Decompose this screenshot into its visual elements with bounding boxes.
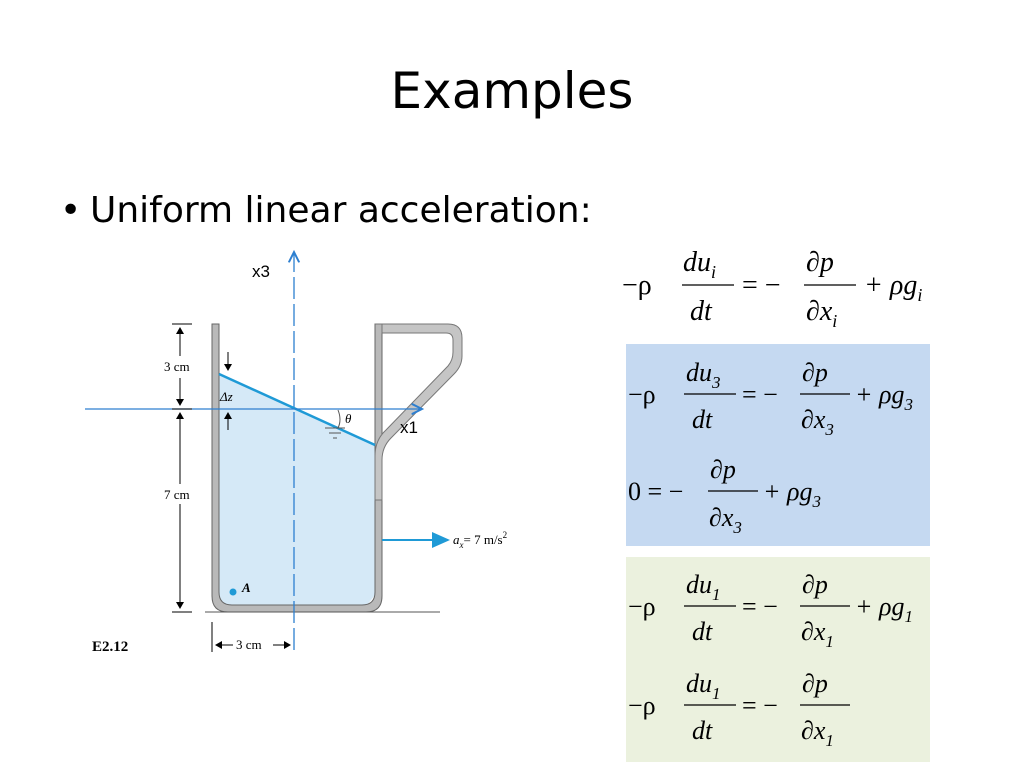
x3-label: x3 [252, 262, 270, 281]
eq2-den: dt [692, 405, 713, 434]
eq1-eq: = − [742, 270, 781, 301]
point-a-label: A [241, 580, 251, 595]
eq4-pnum: ∂p [802, 570, 828, 599]
eq3-pnum: ∂p [710, 455, 736, 484]
eq4-eq: = − [742, 592, 778, 621]
dz-label: Δz [219, 389, 233, 404]
eq2-eq: = − [742, 380, 778, 409]
eq2-lhs: −ρ [628, 380, 656, 409]
eq3-lhs: 0 = − [628, 477, 683, 506]
dim-label-3cm-bottom: 3 cm [236, 637, 262, 652]
eq5-den: dt [692, 716, 713, 745]
water-region [219, 374, 375, 605]
figure-id: E2.12 [92, 639, 128, 655]
eq1-pden: ∂xi [806, 296, 837, 331]
eq5-pnum: ∂p [802, 669, 828, 698]
eq2-pnum: ∂p [802, 358, 828, 387]
equation-x3-hydrostatic: 0 = − ∂p ∂x3 + ρg3 [628, 455, 821, 537]
eq1-pnum: ∂p [806, 247, 834, 278]
theta-label: θ [345, 411, 352, 426]
eq4-pden: ∂x1 [801, 617, 834, 651]
eq4-tail: + ρg1 [855, 592, 913, 626]
x3-equation-panel [626, 344, 930, 546]
eq4-lhs: −ρ [628, 592, 656, 621]
equation-momentum-general: −ρ dui dt = − ∂p ∂xi + ρgi [622, 247, 922, 331]
eq5-pden: ∂x1 [801, 716, 834, 750]
equation-x1-momentum: −ρ du1 dt = − ∂p ∂x1 + ρg1 [628, 570, 913, 651]
point-a-marker [229, 588, 237, 596]
equation-x1-result: −ρ du1 dt = − ∂p ∂x1 [628, 669, 850, 750]
eq1-den: dt [690, 296, 713, 327]
bullet-dot: • [60, 190, 82, 231]
x1-label: x1 [400, 418, 418, 437]
dim-label-3cm-top: 3 cm [164, 359, 190, 374]
eq4-den: dt [692, 617, 713, 646]
eq3-pden: ∂x3 [709, 503, 742, 537]
eq3-tail: + ρg3 [763, 477, 821, 511]
eq5-lhs: −ρ [628, 691, 656, 720]
eq2-pden: ∂x3 [801, 405, 834, 439]
eq4-num: du1 [686, 570, 721, 604]
eq5-eq: = − [742, 691, 778, 720]
eq2-num: du3 [686, 358, 721, 392]
eq2-tail: + ρg3 [855, 380, 913, 414]
bullet-item: •Uniform linear acceleration: [60, 190, 592, 231]
x1-equation-panel [626, 557, 930, 762]
acceleration-label: ax= 7 m/s2 [453, 530, 507, 550]
bullet-text: Uniform linear acceleration: [90, 190, 592, 231]
eq1-lhs: −ρ [622, 270, 652, 301]
eq5-num: du1 [686, 669, 721, 703]
slide-title: Examples [390, 62, 634, 120]
eq1-tail: + ρgi [864, 270, 922, 305]
mug-handle [374, 323, 463, 501]
theta-arc [337, 409, 341, 429]
eq1-num: dui [683, 247, 716, 282]
dim-label-7cm: 7 cm [164, 487, 190, 502]
mug-diagram: θ x1 x3 3 cm 7 cm Δz ax= 7 m/s2 A 3 cm E… [85, 240, 507, 655]
equation-x3-momentum: −ρ du3 dt = − ∂p ∂x3 + ρg3 [628, 358, 913, 439]
